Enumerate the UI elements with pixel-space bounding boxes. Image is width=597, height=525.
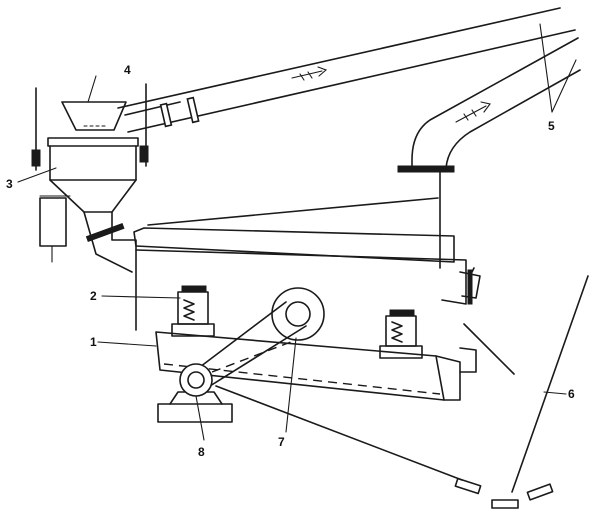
label-6: 6 bbox=[568, 387, 575, 401]
label-7: 7 bbox=[278, 435, 285, 449]
feed-hopper bbox=[31, 83, 149, 263]
spring-right bbox=[379, 309, 423, 359]
label-5: 5 bbox=[548, 119, 555, 133]
leader-lines bbox=[17, 75, 567, 441]
eccentric-bearing bbox=[157, 363, 233, 423]
upper-inclined-pipe bbox=[117, 7, 576, 133]
screen-box bbox=[133, 197, 481, 331]
label-8: 8 bbox=[198, 445, 205, 459]
collection-trays bbox=[454, 477, 554, 509]
vibrator-motor bbox=[195, 287, 325, 387]
label-4: 4 bbox=[124, 63, 131, 77]
part-labels: 1 2 3 4 5 6 7 8 bbox=[6, 63, 575, 459]
flow-arrow-upper bbox=[291, 66, 328, 81]
discharge-chute bbox=[215, 275, 589, 509]
label-3: 3 bbox=[6, 177, 13, 191]
feed-chute bbox=[83, 211, 135, 273]
lower-inclined-pipes bbox=[397, 23, 581, 269]
spring-left bbox=[171, 285, 215, 337]
label-1: 1 bbox=[90, 335, 97, 349]
label-2: 2 bbox=[90, 289, 97, 303]
screen-deck bbox=[155, 331, 477, 401]
flow-arrow-lower bbox=[455, 101, 491, 123]
